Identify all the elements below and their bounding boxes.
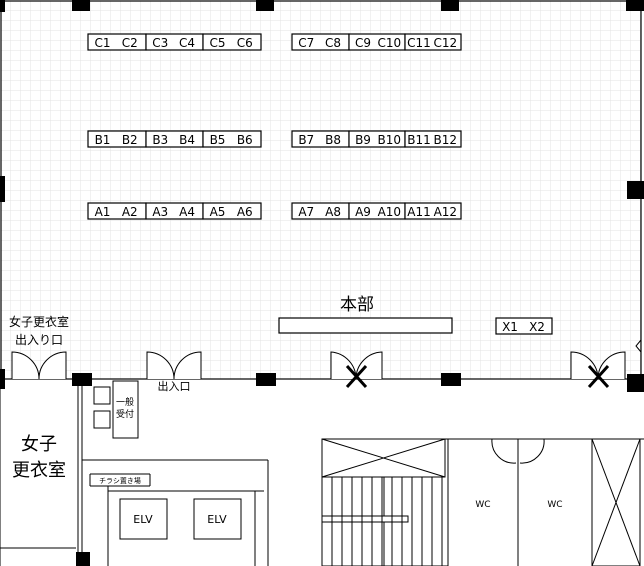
- booth-c4: C4: [179, 36, 195, 50]
- booth-a1: A1: [95, 205, 111, 219]
- booth-block: [404, 130, 462, 148]
- side-door: [635, 339, 642, 353]
- booth-b12: B12: [434, 133, 458, 147]
- reception-label-1: 一般: [116, 396, 134, 408]
- booth-a3: A3: [152, 205, 168, 219]
- booth-b7: B7: [298, 133, 314, 147]
- hall-floor: [1, 1, 641, 379]
- booth-c12: C12: [433, 36, 457, 50]
- booth-block: [404, 33, 462, 51]
- booth-c1: C1: [94, 36, 110, 50]
- booth-b5: B5: [210, 133, 226, 147]
- dressing-entrance-label-1: 女子更衣室: [9, 314, 69, 329]
- booth-c6: C6: [237, 36, 253, 50]
- booth-b8: B8: [325, 133, 341, 147]
- booth-block: [202, 202, 262, 220]
- booth-a6: A6: [237, 205, 253, 219]
- reception-label-2: 受付: [116, 408, 134, 420]
- main-entrance-label: 出入口: [158, 379, 191, 393]
- booth-group-x: X1 X2: [495, 317, 553, 335]
- booth-b4: B4: [179, 133, 195, 147]
- toilet-left-label: WC: [475, 500, 490, 510]
- booth-a9: A9: [355, 205, 371, 219]
- lower-building: [0, 379, 644, 566]
- booth-c5: C5: [209, 36, 225, 50]
- dressing-entrance-label-2: 出入り口: [15, 333, 63, 347]
- booth-b3: B3: [152, 133, 168, 147]
- booth-a8: A8: [325, 205, 341, 219]
- booth-b9: B9: [355, 133, 371, 147]
- dressing-room-label-2: 更衣室: [12, 460, 66, 481]
- booth-c9: C9: [355, 36, 371, 50]
- booth-block: [404, 202, 462, 220]
- booth-block: [202, 33, 262, 51]
- booth-row-a: A1 A2 A3 A4 A5 A6 A7 A8 A9 A10 A11 A12: [87, 202, 462, 220]
- stair-treads: [331, 477, 443, 566]
- booth-a5: A5: [210, 205, 226, 219]
- booth-c3: C3: [152, 36, 168, 50]
- booth-a7: A7: [298, 205, 314, 219]
- booth-a10: A10: [378, 205, 401, 219]
- booth-c2: C2: [122, 36, 138, 50]
- booth-c11: C11: [407, 36, 431, 50]
- closed-door-marks: [345, 364, 610, 389]
- booth-c7: C7: [298, 36, 314, 50]
- booth-b1: B1: [95, 133, 111, 147]
- elevator-left-label: ELV: [133, 513, 153, 526]
- doors: [11, 351, 626, 380]
- booth-b6: B6: [237, 133, 253, 147]
- flyer-area-label: チラシ置き場: [99, 476, 141, 485]
- elevator-right-label: ELV: [207, 513, 227, 526]
- booth-a4: A4: [179, 205, 195, 219]
- booth-b11: B11: [407, 133, 431, 147]
- booth-a12: A12: [434, 205, 457, 219]
- booth-a2: A2: [122, 205, 138, 219]
- booth-c10: C10: [377, 36, 401, 50]
- booth-a11: A11: [407, 205, 430, 219]
- toilet-right-label: WC: [547, 500, 562, 510]
- hq-table: [278, 317, 453, 334]
- booth-b10: B10: [378, 133, 402, 147]
- dressing-room-label-1: 女子: [21, 434, 57, 455]
- booth-block: [202, 130, 262, 148]
- hq-label: 本部: [340, 295, 374, 315]
- booth-x1: X1: [502, 320, 518, 334]
- booth-c8: C8: [325, 36, 341, 50]
- booth-x2: X2: [529, 320, 545, 334]
- booth-b2: B2: [122, 133, 138, 147]
